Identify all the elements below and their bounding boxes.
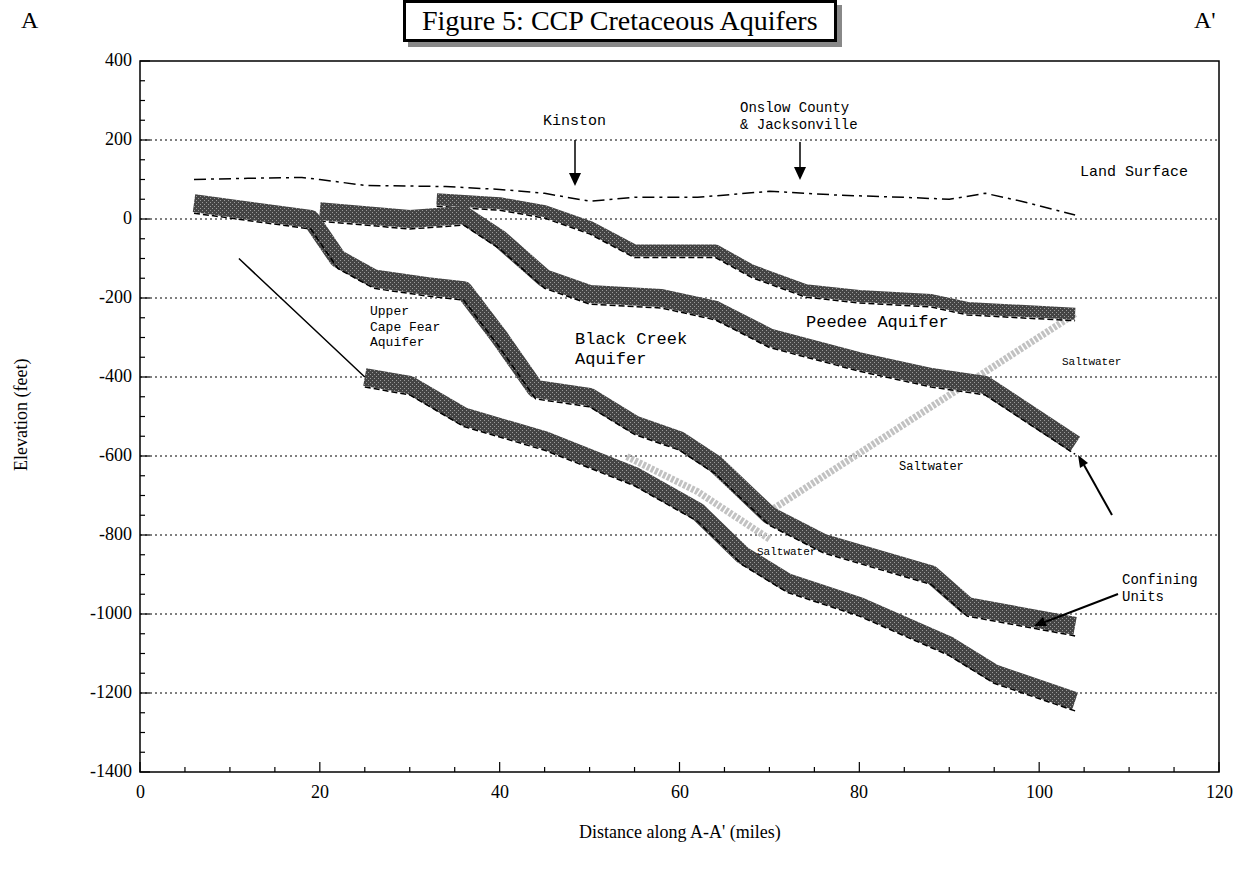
arrow-head bbox=[1078, 455, 1088, 468]
y-tick-label: -1400 bbox=[90, 761, 132, 783]
confining-band bbox=[194, 203, 1075, 626]
land-surface bbox=[194, 178, 1075, 216]
grid-line bbox=[140, 535, 1219, 536]
grid-line bbox=[140, 140, 1219, 141]
kinston-arrow bbox=[574, 140, 576, 176]
plot-frame bbox=[140, 61, 1219, 772]
saltwater-label: Saltwater bbox=[757, 546, 816, 559]
x-tick-label: 120 bbox=[1206, 782, 1233, 804]
x-tick bbox=[499, 762, 500, 772]
saltwater-label: Saltwater bbox=[899, 460, 964, 474]
y-tick bbox=[140, 455, 150, 456]
x-tick bbox=[1039, 762, 1040, 772]
aquifer-label: Upper Cape Fear Aquifer bbox=[370, 304, 444, 351]
y-tick-label: -600 bbox=[99, 445, 132, 467]
aquifer-base-line bbox=[239, 259, 365, 378]
x-tick-label: 0 bbox=[136, 782, 145, 804]
section-end: A' bbox=[1194, 6, 1216, 35]
y-tick bbox=[140, 218, 150, 219]
arrow-head bbox=[569, 173, 581, 186]
place-label: Kinston bbox=[543, 113, 606, 131]
section-end: A bbox=[21, 6, 38, 35]
arrow-head bbox=[794, 167, 806, 180]
x-tick-label: 100 bbox=[1026, 782, 1053, 804]
chart-title: Figure 5: CCP Cretaceous Aquifers bbox=[403, 0, 837, 42]
band-base-line bbox=[365, 387, 1075, 711]
y-tick-label: 400 bbox=[105, 50, 132, 72]
grid-lines bbox=[140, 140, 1219, 693]
callout-label: Confining Units bbox=[1122, 572, 1202, 606]
onslow-arrow bbox=[799, 142, 801, 170]
y-tick-label: -400 bbox=[99, 366, 132, 388]
x-tick bbox=[319, 762, 320, 772]
y-tick bbox=[140, 692, 150, 693]
x-axis-title: Distance along A-A' (miles) bbox=[579, 822, 781, 844]
confining-arrow bbox=[1084, 465, 1112, 515]
y-tick-label: -1000 bbox=[90, 603, 132, 625]
x-tick-label: 20 bbox=[311, 782, 329, 804]
confining-units bbox=[194, 199, 1075, 711]
band-base-line bbox=[320, 221, 1075, 454]
y-tick-label: -800 bbox=[99, 524, 132, 546]
grid-line bbox=[140, 456, 1219, 457]
y-tick-label: -200 bbox=[99, 287, 132, 309]
y-tick bbox=[140, 534, 150, 535]
axis-ticks bbox=[140, 61, 1219, 772]
x-tick-label: 60 bbox=[671, 782, 689, 804]
y-tick bbox=[140, 139, 150, 140]
y-tick-label: -1200 bbox=[90, 682, 132, 704]
surface-label: Land Surface bbox=[1080, 164, 1188, 182]
band-base-line bbox=[194, 213, 1075, 636]
grid-line bbox=[140, 377, 1219, 378]
y-tick-label: 0 bbox=[123, 208, 132, 230]
y-axis-title: Elevation (feet) bbox=[11, 359, 33, 471]
x-tick-label: 40 bbox=[491, 782, 509, 804]
aquifer-label: Peedee Aquifer bbox=[806, 313, 949, 333]
y-tick bbox=[140, 297, 150, 298]
x-tick bbox=[859, 762, 860, 772]
confining-band bbox=[365, 377, 1075, 701]
place-label: Onslow County & Jacksonville bbox=[740, 100, 860, 134]
x-tick-label: 80 bbox=[850, 782, 868, 804]
aquifer-label: Black Creek Aquifer bbox=[575, 330, 695, 371]
confining-arrow bbox=[1045, 594, 1118, 622]
saltwater-label: Saltwater bbox=[1062, 356, 1121, 369]
pointer-arrows bbox=[569, 140, 1118, 626]
y-tick bbox=[140, 376, 150, 377]
land-surface-line bbox=[194, 178, 1075, 216]
x-tick bbox=[679, 762, 680, 772]
y-tick bbox=[140, 613, 150, 614]
y-tick-label: 200 bbox=[105, 129, 132, 151]
arrow-head bbox=[1034, 617, 1047, 626]
